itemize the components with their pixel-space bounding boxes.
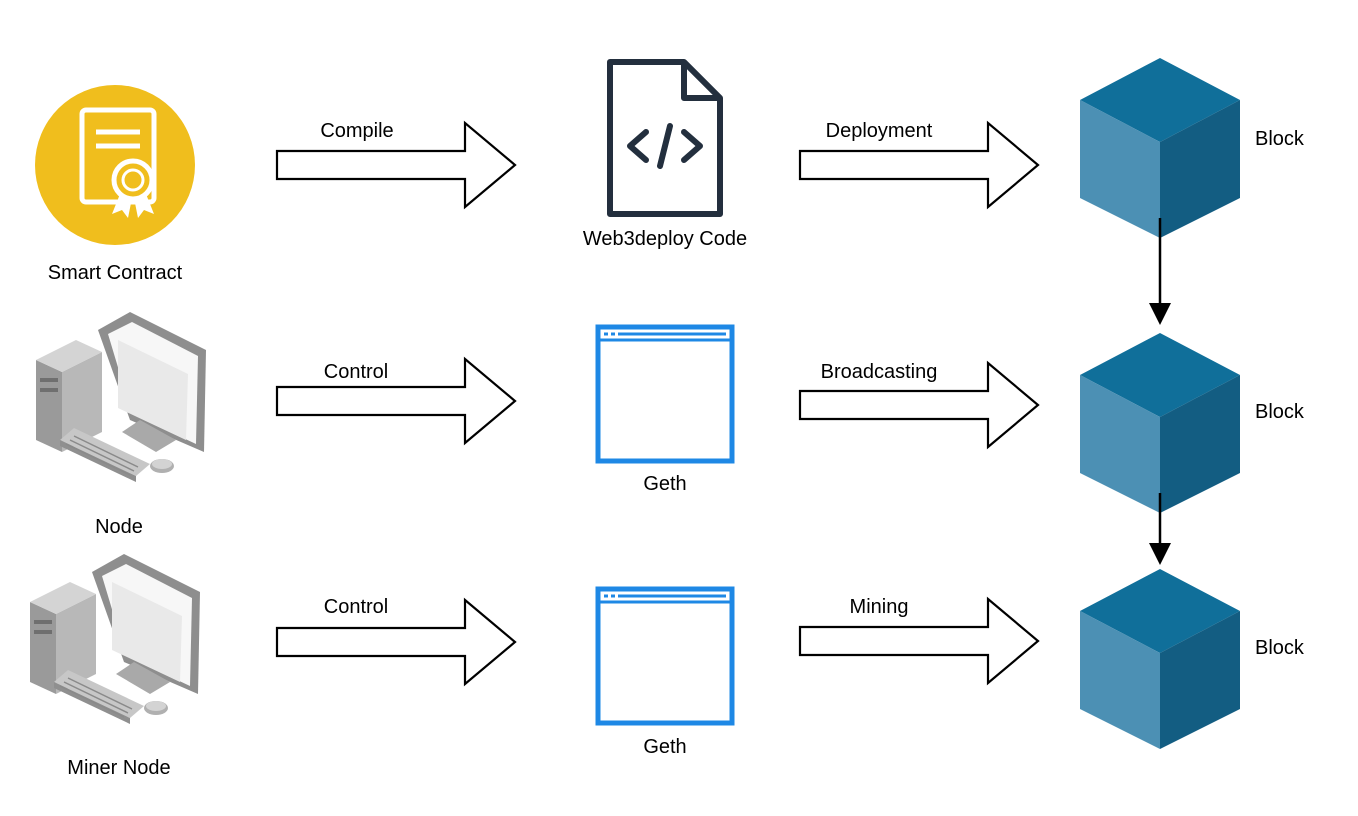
node-node: Node: [35, 311, 207, 538]
cube-block-icon: [1080, 333, 1240, 513]
miner-node-node: Miner Node: [29, 553, 201, 779]
block-node-3: Block: [1080, 569, 1305, 749]
block-node-1: Block: [1080, 58, 1305, 238]
geth-label-2: Geth: [643, 736, 686, 758]
desktop-computer-icon: [29, 553, 201, 725]
browser-window-icon: [598, 589, 732, 723]
cube-block-icon: [1080, 58, 1240, 238]
compile-arrow: Compile: [275, 120, 517, 209]
block-label-2: Block: [1255, 401, 1305, 423]
control-label-1: Control: [324, 361, 388, 383]
deployment-arrow: Deployment: [798, 120, 1040, 209]
control-label-2: Control: [324, 596, 388, 618]
deployment-label: Deployment: [826, 120, 933, 142]
compile-label: Compile: [320, 120, 393, 142]
smart-contract-node: Smart Contract: [35, 85, 195, 284]
smart-contract-label: Smart Contract: [48, 262, 183, 284]
chain-connector-1: [1149, 218, 1171, 325]
block-node-2: Block: [1080, 333, 1305, 513]
geth-node-2: Geth: [598, 589, 732, 758]
broadcasting-arrow: Broadcasting: [798, 361, 1040, 449]
contract-certificate-icon: [35, 85, 195, 245]
control-arrow-1: Control: [275, 357, 517, 445]
geth-node-1: Geth: [598, 327, 732, 495]
desktop-computer-icon: [35, 311, 207, 483]
browser-window-icon: [598, 327, 732, 461]
web3deploy-label: Web3deploy Code: [583, 228, 747, 250]
block-label-1: Block: [1255, 128, 1305, 150]
control-arrow-2: Control: [275, 596, 517, 686]
miner-node-label: Miner Node: [67, 757, 170, 779]
chain-connector-2: [1149, 493, 1171, 565]
block-label-3: Block: [1255, 637, 1305, 659]
mining-label: Mining: [850, 596, 909, 618]
broadcasting-label: Broadcasting: [821, 361, 938, 383]
node-label: Node: [95, 516, 143, 538]
mining-arrow: Mining: [798, 596, 1040, 685]
code-file-icon: [607, 59, 723, 217]
cube-block-icon: [1080, 569, 1240, 749]
web3deploy-node: Web3deploy Code: [583, 59, 747, 250]
geth-label-1: Geth: [643, 473, 686, 495]
